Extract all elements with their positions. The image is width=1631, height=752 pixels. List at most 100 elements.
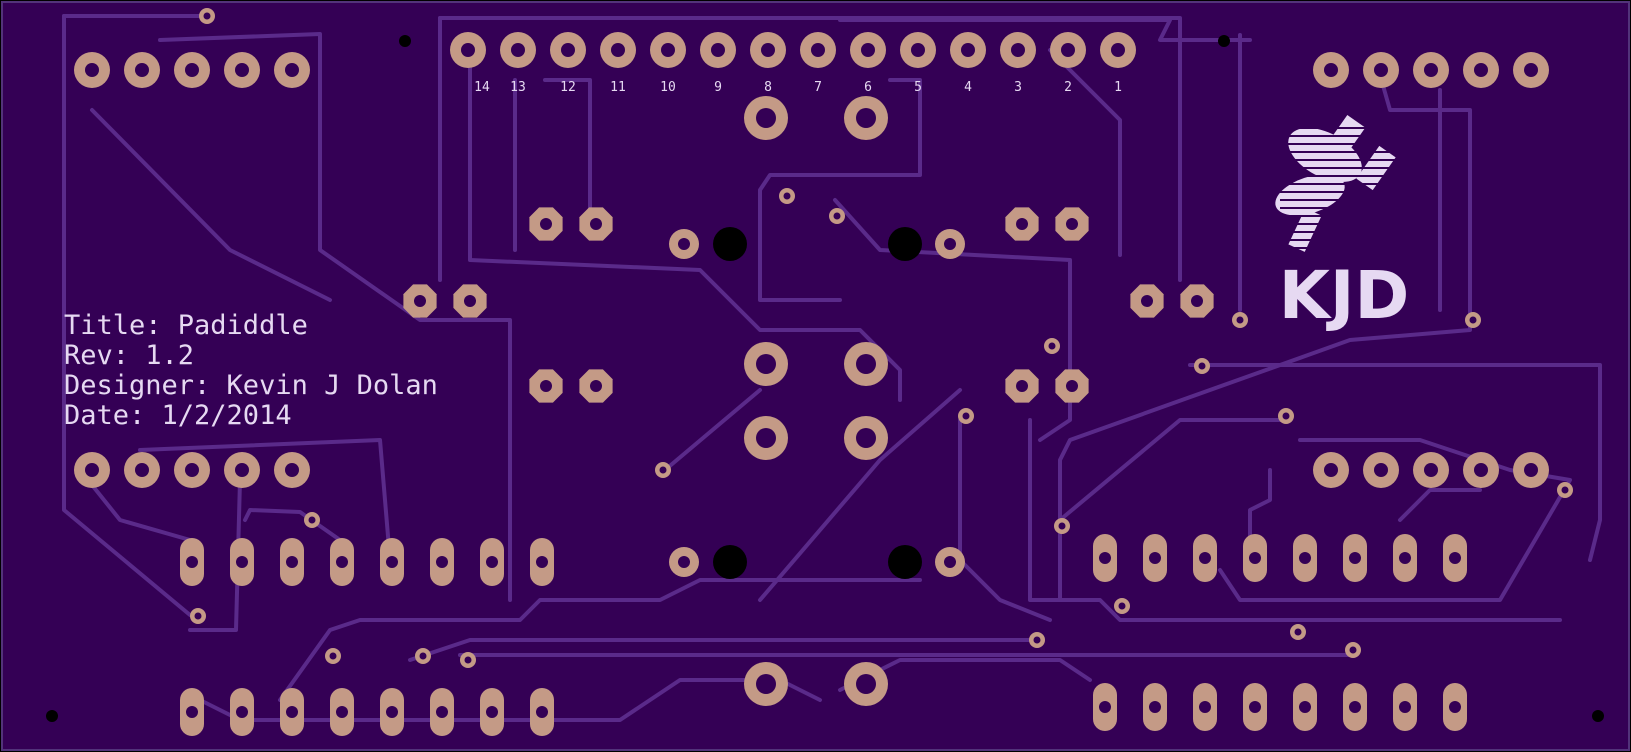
copper-trace (90, 108, 332, 302)
copper-trace (958, 418, 1052, 622)
five-pin-pad-hole (135, 63, 149, 77)
large-pad-hole (756, 354, 776, 374)
dip-pad-hole (186, 556, 198, 568)
via-hole (1561, 486, 1569, 494)
dip-pad-hole (386, 556, 398, 568)
five-pin-pad-hole (1424, 63, 1438, 77)
copper-trace (1218, 438, 1572, 602)
copper-trace (758, 388, 962, 602)
header-pin-label: 14 (474, 80, 490, 95)
via-hole (1198, 362, 1206, 370)
dip-pad-hole (1449, 552, 1461, 564)
copper-trace (1188, 363, 1602, 562)
five-pin-pad-hole (1374, 463, 1388, 477)
octagon-pad-hole (1066, 380, 1078, 392)
copper-trace (62, 14, 192, 617)
header-pin-pad-hole (1111, 43, 1125, 57)
header-pin-pad-hole (711, 43, 725, 57)
dip-pad-hole (1199, 552, 1211, 564)
dip-pad-hole (536, 556, 548, 568)
copper-trace (663, 388, 762, 472)
copper-trace (1048, 48, 1122, 257)
header-pin-pad-hole (861, 43, 875, 57)
header-pin-label: 5 (914, 80, 922, 95)
copper-trace (90, 483, 192, 542)
octagon-pad-hole (1016, 380, 1028, 392)
dip-pad-hole (236, 706, 248, 718)
via-hole (1349, 646, 1357, 654)
via-hole (419, 652, 427, 660)
small-pad-hole (678, 238, 690, 250)
via-hole (329, 652, 337, 660)
octagon-pad-hole (590, 218, 602, 230)
via-hole (783, 192, 791, 200)
copper-trace (838, 18, 1252, 42)
via-hole (1294, 628, 1302, 636)
header-pin-pad-hole (461, 43, 475, 57)
copper-trace (438, 16, 1182, 282)
title-text: Title: Padiddle (64, 310, 308, 341)
via-hole (962, 412, 970, 420)
logo-text: KJD (1279, 257, 1410, 334)
dip-pad-hole (286, 556, 298, 568)
dip-pad-hole (1299, 552, 1311, 564)
dip-pad-hole (1149, 701, 1161, 713)
dip-pad-hole (1249, 552, 1261, 564)
header-pin-label: 11 (610, 80, 626, 95)
header-pin-label: 1 (1114, 80, 1122, 95)
dip-pad-hole (1399, 701, 1411, 713)
large-pad-hole (856, 354, 876, 374)
large-mount-hole (888, 545, 922, 579)
five-pin-pad-hole (85, 63, 99, 77)
via-hole (833, 212, 841, 220)
copper-trace (1248, 468, 1272, 562)
dip-pad-hole (1199, 701, 1211, 713)
via-hole (203, 12, 211, 20)
copper-trace (278, 578, 922, 702)
header-pin-pad-hole (561, 43, 575, 57)
via-hole (464, 656, 472, 664)
dip-pad-hole (1349, 701, 1361, 713)
copper-trace (243, 508, 342, 542)
small-pad-hole (944, 556, 956, 568)
rev-text: Rev: 1.2 (64, 340, 194, 371)
five-pin-pad-hole (185, 63, 199, 77)
via-hole (1236, 316, 1244, 324)
header-pin-label: 8 (764, 80, 772, 95)
mount-hole-layer (46, 8, 1604, 722)
five-pin-pad-hole (85, 463, 99, 477)
dip-pad-hole (1149, 552, 1161, 564)
header-pin-pad-hole (911, 43, 925, 57)
large-mount-hole (713, 227, 747, 261)
header-pin-pad-hole (811, 43, 825, 57)
via-hole (1282, 412, 1290, 420)
mount-hole (46, 710, 58, 722)
header-pin-pad-hole (661, 43, 675, 57)
five-pin-pad-hole (1524, 463, 1538, 477)
five-pin-pad-hole (285, 463, 299, 477)
header-pin-label: 13 (510, 80, 526, 95)
header-pin-label: 12 (560, 80, 576, 95)
via-hole (1033, 636, 1041, 644)
large-pad-hole (856, 428, 876, 448)
via-hole (659, 466, 667, 474)
small-pad-hole (678, 556, 690, 568)
dip-pad-hole (1249, 701, 1261, 713)
large-pad-hole (856, 674, 876, 694)
copper-trace (1398, 488, 1482, 522)
copper-trace (758, 78, 922, 302)
dip-pad-hole (1099, 701, 1111, 713)
via-hole (1058, 522, 1066, 530)
dip-pad-hole (436, 556, 448, 568)
octagon-pad-hole (1016, 218, 1028, 230)
five-pin-pad-hole (285, 63, 299, 77)
via-hole (1469, 316, 1477, 324)
octagon-pad-hole (590, 380, 602, 392)
date-text: Date: 1/2/2014 (64, 400, 292, 431)
header-pin-label: 10 (660, 80, 676, 95)
mount-hole (399, 35, 411, 47)
five-pin-pad-hole (235, 463, 249, 477)
dip-pad-hole (236, 556, 248, 568)
